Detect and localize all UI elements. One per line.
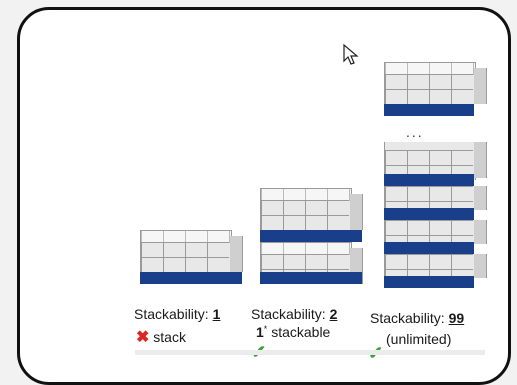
cargo-layer [384, 142, 487, 180]
pallet [384, 208, 474, 220]
cargo-layer [384, 220, 487, 244]
mouse-pointer-icon [343, 44, 359, 65]
stackability-note-1: ✖ stack [136, 329, 186, 346]
cargo-layer [140, 230, 243, 272]
stackability-label-1: Stackability: 1 [134, 306, 221, 322]
pallet [384, 104, 474, 116]
pallet [260, 230, 362, 242]
stackability-label-2: Stackability: 2 [251, 306, 338, 322]
pallet [384, 174, 474, 186]
stackability-label-3: Stackability: 99 [370, 310, 465, 326]
cargo-layer [384, 186, 487, 210]
cargo-layer [384, 62, 487, 104]
pallet [384, 242, 474, 254]
divider [135, 350, 485, 355]
ellipsis: ... [406, 124, 424, 140]
stackability-note-3: (unlimited) [386, 331, 452, 347]
pallet [260, 272, 362, 284]
pallet [140, 272, 242, 284]
cross-icon: ✖ [136, 329, 150, 346]
stackability-note-2: 1* stackable [256, 324, 331, 340]
cargo-layer [260, 188, 363, 230]
cargo-layer [384, 254, 487, 278]
cargo-layer [260, 242, 363, 284]
pallet [384, 276, 474, 288]
